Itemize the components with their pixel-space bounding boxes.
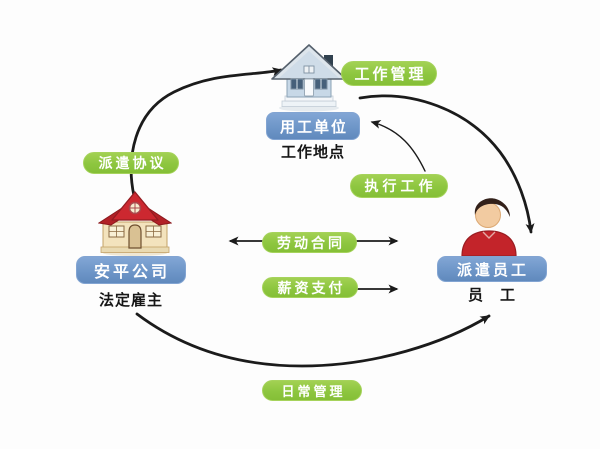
arrow-dispatch-agreement xyxy=(129,67,283,198)
caption-employee: 员 工 xyxy=(467,286,516,304)
node-employee: 派遣员工 xyxy=(437,256,547,282)
label-execute-work: 执行工作 xyxy=(350,174,448,198)
label-labor-contract: 劳动合同 xyxy=(262,232,357,253)
blue-house-icon xyxy=(271,44,347,112)
label-daily-management: 日常管理 xyxy=(262,380,362,401)
label-dispatch-agreement: 派遣协议 xyxy=(83,152,179,174)
caption-employer: 法定雇主 xyxy=(98,291,163,309)
red-roof-house-icon xyxy=(98,191,172,256)
node-employer: 安平公司 xyxy=(76,256,186,284)
arrow-execute-work xyxy=(370,120,426,172)
node-workplace: 用工单位 xyxy=(266,112,360,140)
person-icon xyxy=(461,198,517,257)
caption-workplace: 工作地点 xyxy=(280,143,345,161)
label-salary-payment: 薪资支付 xyxy=(262,277,358,298)
arrow-daily-management xyxy=(135,312,491,368)
label-work-management: 工作管理 xyxy=(341,61,437,86)
arrow-work-management xyxy=(358,94,535,234)
